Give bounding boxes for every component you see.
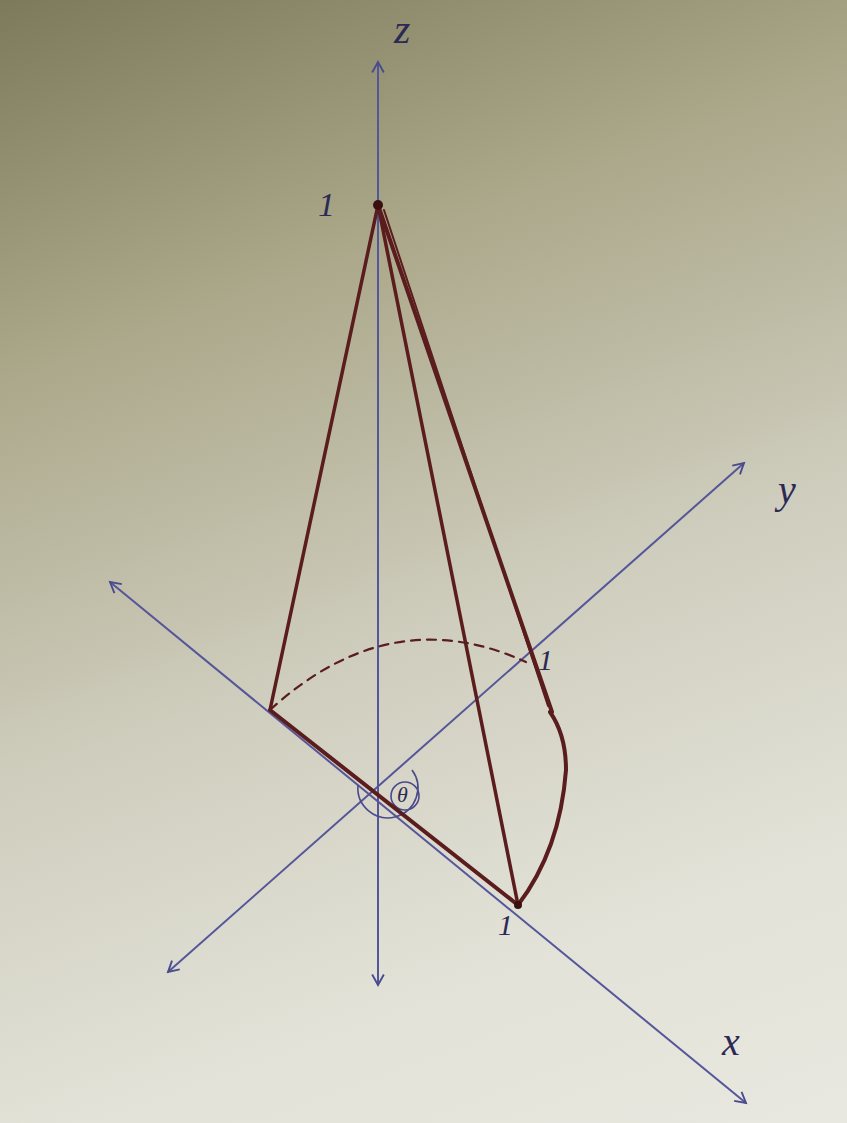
cone-solid [270, 200, 566, 909]
base-point [514, 901, 522, 909]
hidden-base-arc [270, 640, 526, 710]
coordinate-axes [110, 62, 746, 1103]
apex-point [373, 200, 383, 210]
angle-arc [358, 770, 418, 818]
tick-value: 1 [498, 910, 513, 940]
axis-label: y [778, 470, 796, 510]
base-diameter [270, 710, 518, 905]
y-axis [168, 463, 744, 972]
cone-edge [270, 205, 378, 710]
angle-mark [358, 770, 419, 818]
tick-value: 1 [318, 188, 335, 222]
x-axis [110, 582, 746, 1103]
cone-edge [378, 205, 552, 712]
angle-circle [391, 782, 419, 810]
base-arc [518, 712, 566, 905]
axis-label: z [394, 8, 410, 50]
cone-edge [384, 210, 548, 706]
angle-symbol: θ [397, 784, 408, 806]
tick-value: 1 [538, 645, 553, 675]
axis-label: x [722, 1022, 740, 1062]
